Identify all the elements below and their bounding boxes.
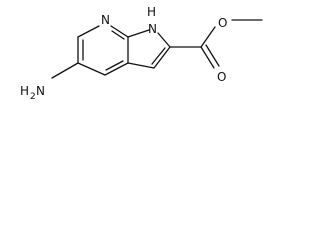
atom-ester-o-double: O — [217, 70, 226, 84]
structure-canvas: N H N O O H 2 N — [0, 0, 292, 104]
chemical-structure: N H N O O H 2 N — [20, 5, 263, 102]
bond-c6-n7 — [77, 25, 100, 38]
atom-nh-h: H — [147, 5, 156, 19]
bond-c5-amine — [51, 62, 79, 79]
bond-carbonyl-c-o-double-2 — [205, 44, 220, 67]
bond-c7a-n1 — [127, 29, 150, 38]
bond-c3a-c4-inner — [105, 60, 124, 71]
atom-amine-h: H — [20, 84, 29, 98]
bond-c3-c3a — [127, 62, 155, 69]
bond-n7-c7a-inner — [111, 30, 125, 40]
atom-nh-n: N — [148, 22, 157, 36]
atom-ester-o-single: O — [218, 16, 227, 30]
bond-c4-c5 — [77, 62, 106, 76]
bond-c2-c3-inner — [151, 47, 166, 65]
bond-n1-c2 — [157, 32, 171, 48]
atom-amine-n: N — [36, 84, 45, 98]
bond-n7-c7a — [110, 25, 129, 38]
bond-carbonyl-c-o-double-1 — [200, 46, 215, 69]
bond-c3a-c4 — [104, 62, 129, 76]
bond-carbonyl-c-o-single — [200, 26, 216, 48]
bond-c2-c3 — [153, 46, 171, 69]
atom-amine-subscript: 2 — [30, 92, 36, 102]
atom-ring-n: N — [101, 13, 110, 27]
